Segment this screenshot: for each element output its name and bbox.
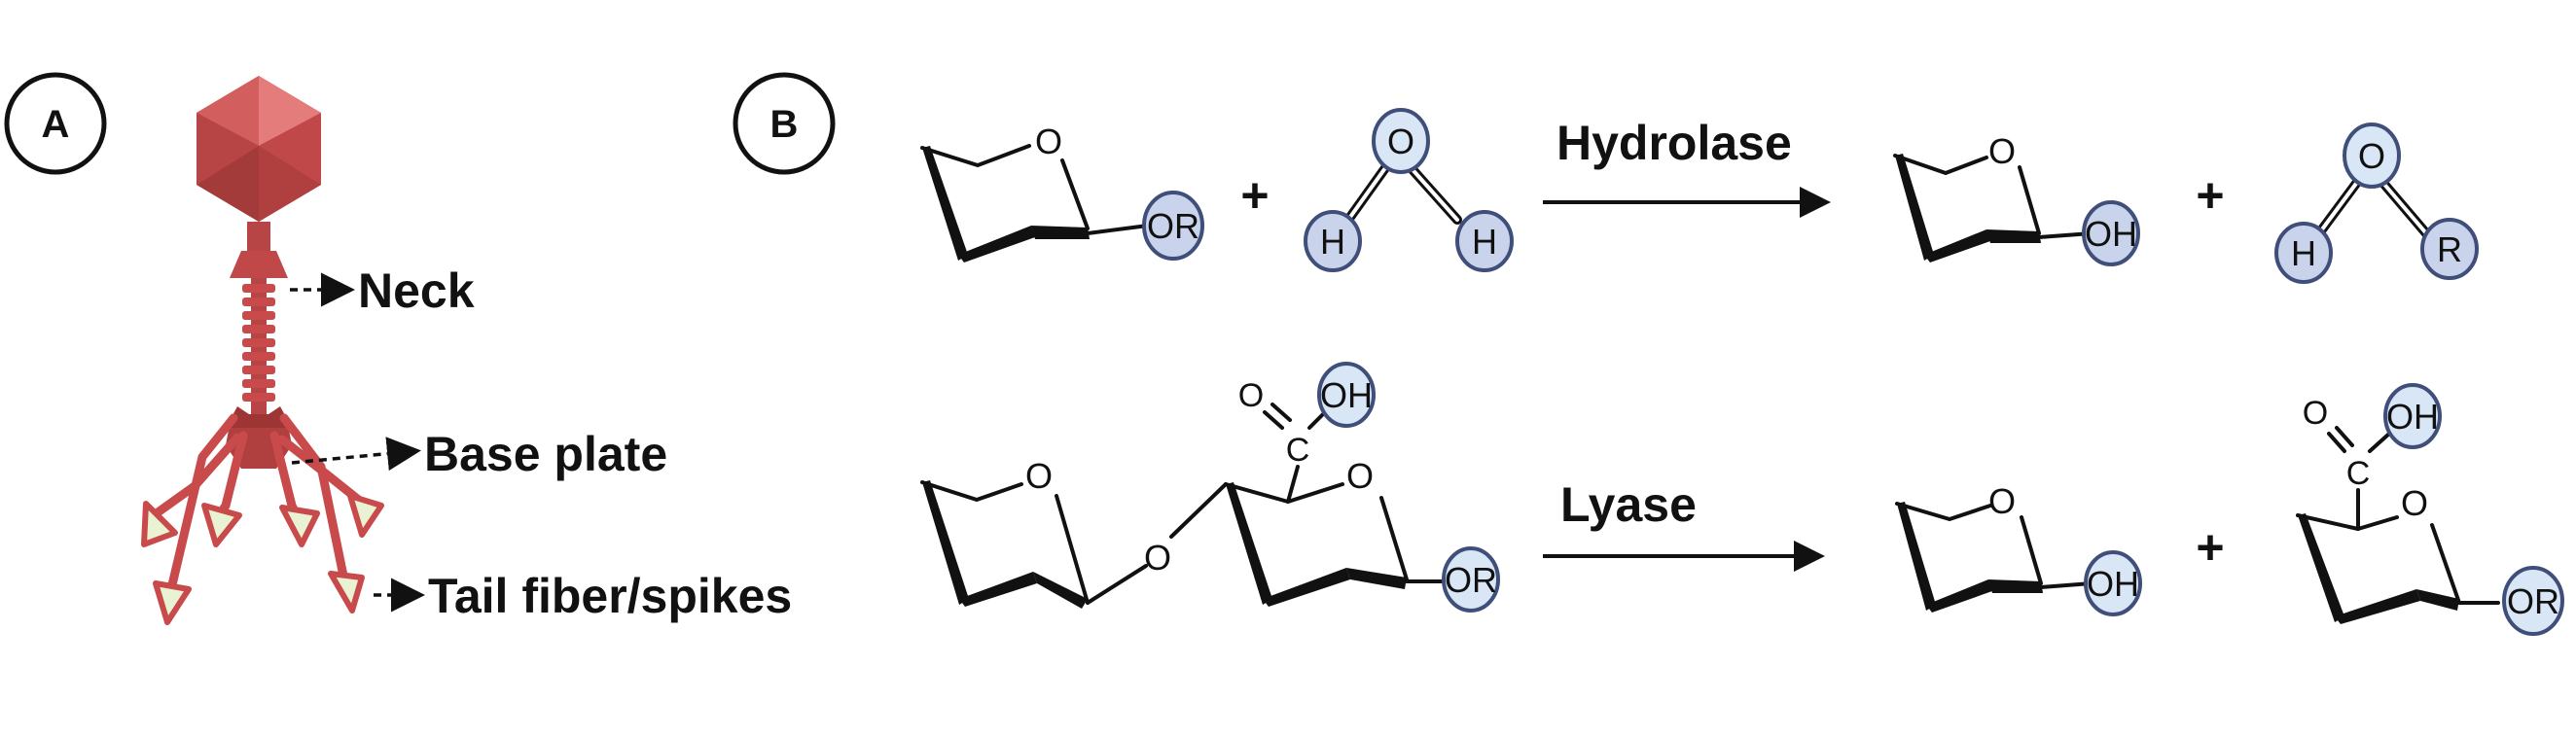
svg-text:OH: OH <box>2386 397 2439 437</box>
svg-text:OR: OR <box>1445 560 1497 600</box>
lyase-sugar-ring-1: O O <box>920 456 1228 609</box>
lyase-product-carboxyl-oh: OH <box>2383 383 2442 449</box>
alcohol-molecule: O H R <box>2274 123 2479 284</box>
carboxyl-carbon: C <box>1286 432 1310 469</box>
panel-b-label: B <box>770 103 799 146</box>
lyase-ring-2-oxygen: O <box>1346 456 1374 496</box>
svg-text:H: H <box>1320 222 1345 262</box>
phage-annotations: Neck Base plate Tail fiber/spikes <box>290 263 792 623</box>
panel-b-badge: B <box>733 72 836 175</box>
hydrolase-reaction: O OR + O H H <box>920 108 2479 284</box>
water-hydrogen-2: H <box>1455 210 1514 272</box>
svg-text:R: R <box>2437 229 2462 269</box>
phage-spikes <box>141 493 384 625</box>
lyase-or-group: OR <box>1442 546 1500 613</box>
glycosidic-oxygen: O <box>1144 538 1171 578</box>
base-plate-label: Base plate <box>424 427 667 481</box>
product-sugar-ring: O OH <box>1893 131 2140 266</box>
phage-neck <box>230 222 288 278</box>
panel-a-label: A <box>42 103 70 146</box>
oh-group: OH <box>2082 200 2140 266</box>
neck-label: Neck <box>358 263 475 318</box>
svg-text:OH: OH <box>2087 564 2139 604</box>
phage-illustration <box>141 76 384 625</box>
lyase-product-ring-2: O C O OH OR <box>2296 383 2564 636</box>
water-molecule: O H H <box>1304 108 1514 272</box>
svg-text:OH: OH <box>2085 214 2137 254</box>
lyase-ring-oxygen: O <box>1025 456 1053 496</box>
carboxyl-oxygen: O <box>1238 377 1264 414</box>
lyase-product-carboxyl-oxygen: O <box>2303 395 2328 432</box>
lyase-enzyme-label: Lyase <box>1560 477 1697 532</box>
water-hydrogen-1: H <box>1304 210 1362 272</box>
lyase-product-ring-oxygen: O <box>1988 481 2016 521</box>
alcohol-r-group: R <box>2420 218 2479 280</box>
phage-head <box>197 76 321 222</box>
or-group: OR <box>1142 191 1204 261</box>
lyase-sugar-ring-2: O C O OH OR <box>1224 362 1500 613</box>
lyase-product-ring-2-oxygen: O <box>2401 483 2428 523</box>
lyase-product-carboxyl-carbon: C <box>2346 455 2371 492</box>
svg-text:H: H <box>2291 233 2316 273</box>
hydrolase-enzyme-label: Hydrolase <box>1556 116 1792 170</box>
svg-text:OR: OR <box>1147 206 1199 246</box>
plus-sign: + <box>1240 168 1269 223</box>
reactant-sugar-ring: O OR <box>920 122 1204 263</box>
panel-a-badge: A <box>4 72 107 175</box>
carboxyl-oh-group: OH <box>1317 362 1376 428</box>
tail-label: Tail fiber/spikes <box>428 569 792 623</box>
svg-text:H: H <box>1472 222 1497 262</box>
svg-text:O: O <box>1387 122 1414 161</box>
phage-tail-sheath <box>242 278 275 414</box>
water-oxygen: O <box>1372 108 1430 174</box>
lyase-product-ring-1: O OH <box>1895 481 2142 616</box>
product-ring-oxygen: O <box>1988 131 2016 171</box>
alcohol-oxygen: O <box>2343 123 2401 189</box>
base-plate-arrow <box>291 437 421 472</box>
ring-oxygen: O <box>1035 122 1062 161</box>
lyase-product-or-group: OR <box>2502 566 2564 636</box>
plus-sign-2: + <box>2196 168 2224 223</box>
svg-text:OH: OH <box>1320 375 1373 415</box>
lyase-oh-group: OH <box>2084 550 2142 616</box>
svg-text:O: O <box>2358 136 2385 176</box>
lyase-reaction: O O O C O OH OR <box>920 362 2564 636</box>
alcohol-hydrogen: H <box>2274 222 2333 284</box>
lyase-plus-sign: + <box>2196 520 2224 575</box>
svg-text:OR: OR <box>2507 581 2559 621</box>
